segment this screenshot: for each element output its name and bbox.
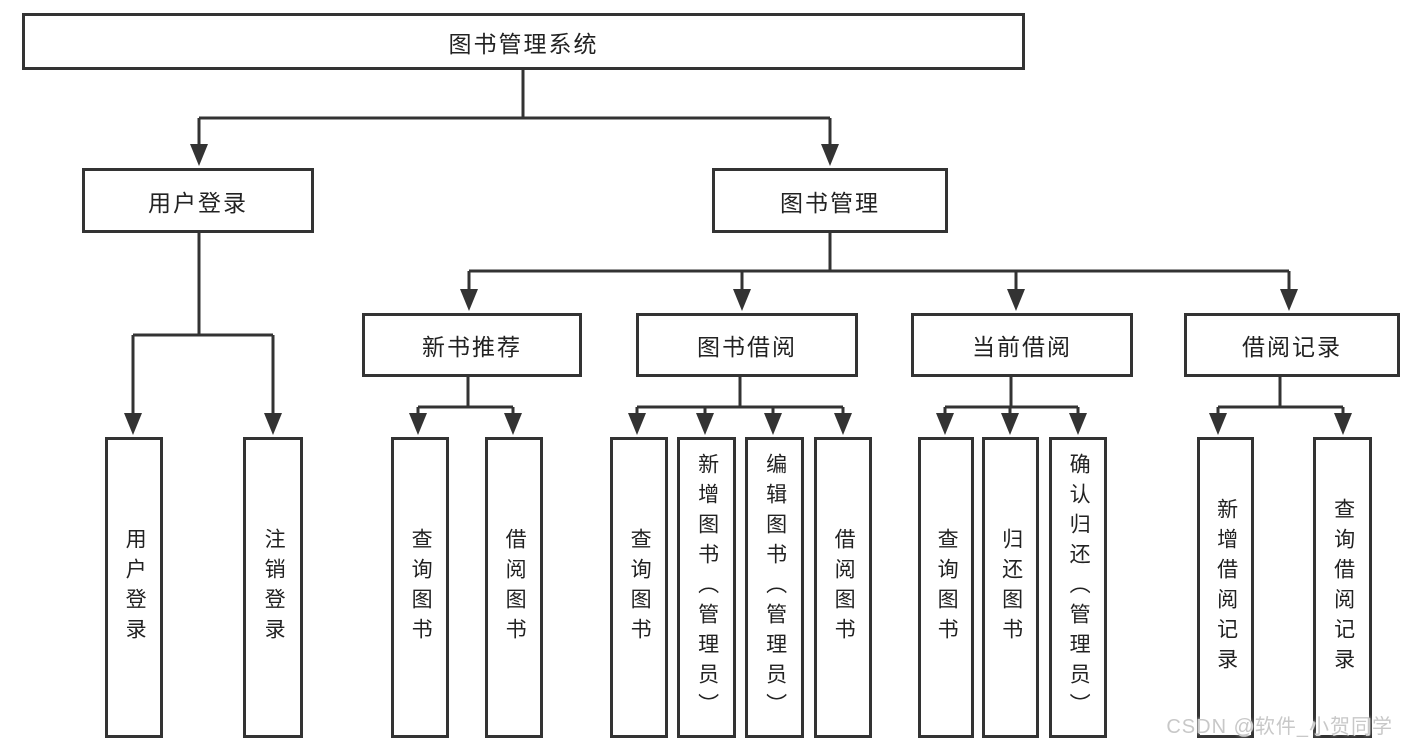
node-label: 图书管理 xyxy=(780,189,880,216)
leaf-br-add-record: 新增借阅记录 xyxy=(1197,437,1254,738)
node-library-management-system: 图书管理系统 xyxy=(22,13,1025,70)
leaf-label: 查询图书 xyxy=(935,527,959,648)
node-user-login: 用户登录 xyxy=(82,168,314,233)
leaf-bb-edit-books-admin: 编辑图书（管理员） xyxy=(745,437,804,738)
node-label: 用户登录 xyxy=(148,189,248,216)
node-label: 当前借阅 xyxy=(972,334,1072,360)
leaf-logout: 注销登录 xyxy=(243,437,303,738)
leaf-label: 借阅图书 xyxy=(503,527,527,648)
leaf-label: 新增借阅记录 xyxy=(1214,497,1238,678)
leaf-nbr-query-books: 查询图书 xyxy=(391,437,449,738)
node-book-management: 图书管理 xyxy=(712,168,948,233)
leaf-br-query-record: 查询借阅记录 xyxy=(1313,437,1372,738)
leaf-cb-query-books: 查询图书 xyxy=(918,437,974,738)
node-current-borrowing: 当前借阅 xyxy=(911,313,1133,377)
leaf-bb-add-books-admin: 新增图书（管理员） xyxy=(677,437,736,738)
leaf-label: 用户登录 xyxy=(123,527,147,648)
node-label: 图书借阅 xyxy=(697,334,797,360)
node-label: 借阅记录 xyxy=(1242,334,1342,360)
node-new-book-recommend: 新书推荐 xyxy=(362,313,582,377)
leaf-bb-query-books: 查询图书 xyxy=(610,437,668,738)
leaf-cb-confirm-return-admin: 确认归还（管理员） xyxy=(1049,437,1107,738)
leaf-label: 查询图书 xyxy=(628,527,652,648)
node-borrowing-records: 借阅记录 xyxy=(1184,313,1400,377)
leaf-label: 查询借阅记录 xyxy=(1331,497,1355,678)
leaf-cb-return-books: 归还图书 xyxy=(982,437,1039,738)
leaf-bb-borrow-books: 借阅图书 xyxy=(814,437,872,738)
node-book-borrowing: 图书借阅 xyxy=(636,313,858,377)
leaf-label: 借阅图书 xyxy=(832,527,856,648)
leaf-user-login: 用户登录 xyxy=(105,437,163,738)
leaf-label: 确认归还（管理员） xyxy=(1067,452,1091,723)
leaf-label: 新增图书（管理员） xyxy=(695,452,719,723)
leaf-label: 归还图书 xyxy=(999,527,1023,648)
leaf-nbr-borrow-books: 借阅图书 xyxy=(485,437,543,738)
leaf-label: 注销登录 xyxy=(262,527,286,648)
leaf-label: 查询图书 xyxy=(409,527,433,648)
node-label: 新书推荐 xyxy=(422,334,522,360)
csdn-watermark: CSDN @软件_小贺同学 xyxy=(1166,716,1393,738)
leaf-label: 编辑图书（管理员） xyxy=(763,452,787,723)
node-label: 图书管理系统 xyxy=(448,30,599,57)
